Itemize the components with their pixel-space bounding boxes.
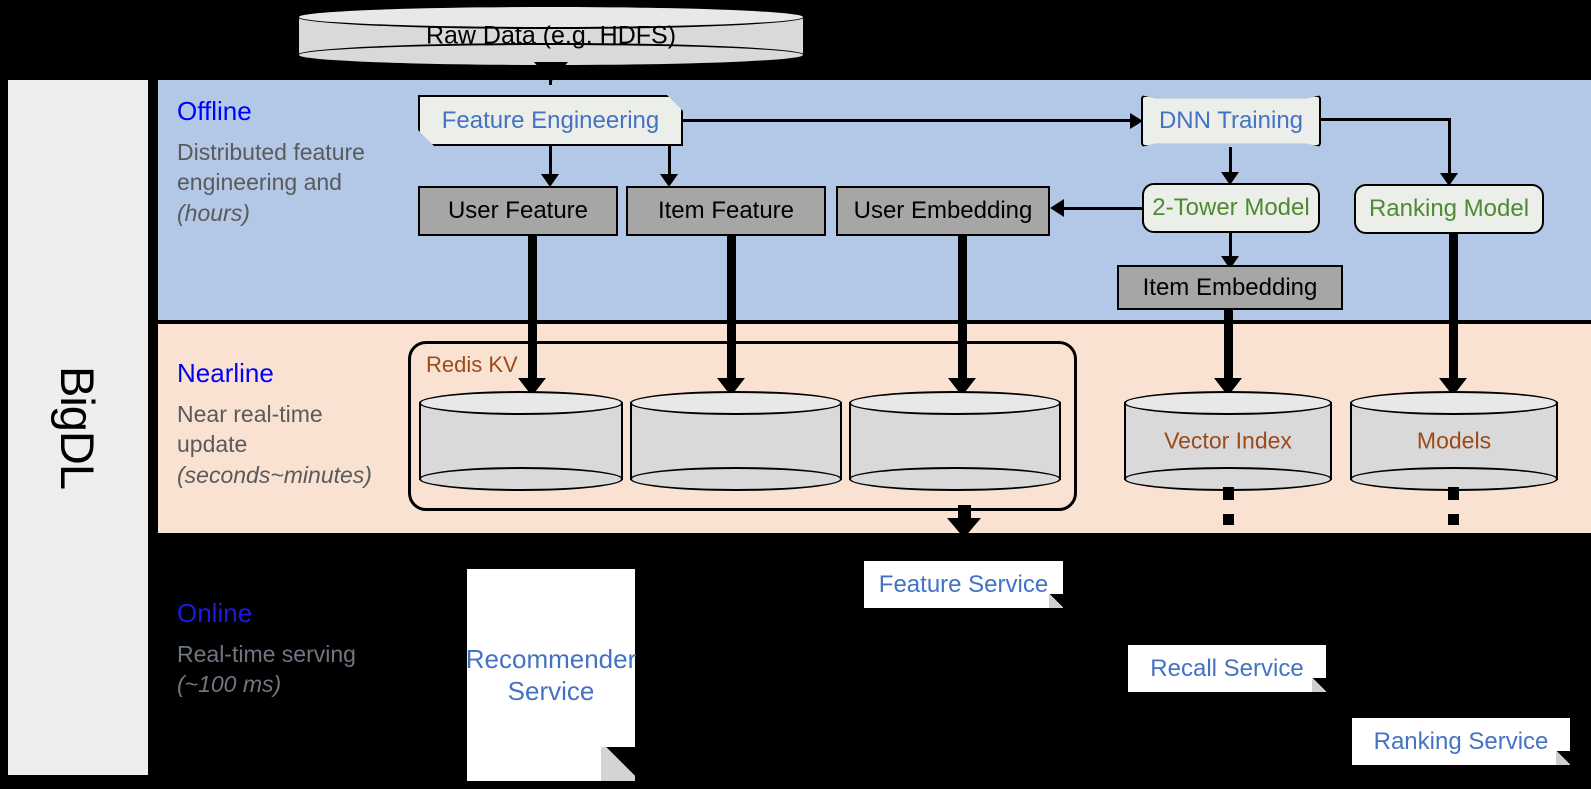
models-cylinder[interactable]: Models bbox=[1350, 391, 1558, 491]
models-top bbox=[1350, 391, 1558, 415]
redis-to-featureservice-stub bbox=[958, 505, 971, 519]
vector-index-stub-2 bbox=[1223, 514, 1234, 525]
online-desc-text: Real-time serving bbox=[177, 641, 356, 667]
store2-top bbox=[630, 391, 842, 415]
models-stub-1 bbox=[1448, 487, 1459, 500]
offline-desc-text: Distributed feature engineering and bbox=[177, 139, 365, 196]
nearline-desc-em: (seconds~minutes) bbox=[177, 461, 372, 488]
ranking-model-label: Ranking Model bbox=[1368, 195, 1530, 222]
nearline-desc: Near real-time update (seconds~minutes) bbox=[177, 399, 377, 490]
user-feature-box[interactable]: User Feature bbox=[418, 186, 618, 236]
dnn-to-ranking-v bbox=[1448, 118, 1451, 178]
user-feature-label: User Feature bbox=[447, 197, 589, 224]
offline-desc-em: (hours) bbox=[177, 199, 250, 226]
store3-bottom bbox=[849, 467, 1061, 491]
dnn-training-box[interactable]: DNN Training bbox=[1141, 95, 1321, 147]
fe-to-itemfeature-line bbox=[668, 146, 671, 179]
page-fold-icon bbox=[1312, 678, 1326, 692]
fe-to-userfeature-arrow bbox=[541, 174, 559, 187]
feature-engineering-box[interactable]: Feature Engineering bbox=[418, 95, 683, 146]
two-tower-model-box[interactable]: 2-Tower Model bbox=[1142, 183, 1320, 233]
offline-desc: Distributed feature engineering and (hou… bbox=[177, 137, 377, 228]
offline-stage-label: Offline Distributed feature engineering … bbox=[177, 96, 377, 228]
models-stub-2 bbox=[1448, 514, 1459, 525]
recommender-service-box[interactable]: Recommender Service bbox=[465, 569, 637, 781]
dnn-to-ranking-h bbox=[1321, 118, 1451, 121]
recommender-service-label: Recommender Service bbox=[465, 643, 637, 707]
vector-index-top bbox=[1124, 391, 1332, 415]
redis-store-cylinder-3 bbox=[849, 391, 1061, 491]
dnn-to-twotower-line bbox=[1229, 147, 1232, 177]
dnn-to-twotower-arrow bbox=[1221, 172, 1239, 185]
raw-to-fe-arrow bbox=[534, 62, 568, 82]
user-feature-pipe bbox=[528, 236, 537, 386]
ranking-model-box[interactable]: Ranking Model bbox=[1354, 184, 1544, 234]
online-desc-em: (~100 ms) bbox=[177, 671, 282, 698]
ranking-service-box[interactable]: Ranking Service bbox=[1352, 718, 1570, 765]
item-embedding-pipe bbox=[1224, 310, 1233, 388]
store1-bottom bbox=[419, 467, 623, 491]
feature-service-box[interactable]: Feature Service bbox=[864, 561, 1063, 608]
user-embedding-box[interactable]: User Embedding bbox=[836, 186, 1050, 236]
vector-index-label: Vector Index bbox=[1164, 427, 1292, 454]
item-feature-pipe bbox=[727, 236, 736, 386]
item-feature-label: Item Feature bbox=[657, 197, 795, 224]
recall-service-box[interactable]: Recall Service bbox=[1128, 645, 1326, 692]
item-embedding-label: Item Embedding bbox=[1142, 273, 1318, 301]
dnn-to-ranking-arrow bbox=[1440, 173, 1458, 186]
raw-data-label: Raw Data (e.g. HDFS) bbox=[425, 21, 677, 50]
redis-kv-container bbox=[408, 341, 1077, 511]
page-fold-icon bbox=[1556, 751, 1570, 765]
store2-bottom bbox=[630, 467, 842, 491]
store3-top bbox=[849, 391, 1061, 415]
fe-to-itemfeature-arrow bbox=[660, 174, 678, 187]
raw-data-top bbox=[297, 5, 805, 29]
online-desc: Real-time serving (~100 ms) bbox=[177, 639, 377, 700]
vector-index-stub-1 bbox=[1223, 487, 1234, 500]
ranking-model-pipe bbox=[1449, 234, 1458, 388]
redis-to-featureservice-arrow bbox=[947, 518, 981, 538]
two-tower-model-label: 2-Tower Model bbox=[1152, 194, 1310, 221]
online-stage-label: Online Real-time serving (~100 ms) bbox=[177, 598, 377, 700]
user-embedding-label: User Embedding bbox=[853, 197, 1033, 224]
page-fold-icon bbox=[601, 747, 635, 781]
models-label: Models bbox=[1416, 427, 1492, 454]
ranking-service-label: Ranking Service bbox=[1373, 727, 1549, 755]
vector-index-cylinder[interactable]: Vector Index bbox=[1124, 391, 1332, 491]
nearline-desc-text: Near real-time update bbox=[177, 401, 323, 458]
dnn-training-label: DNN Training bbox=[1158, 107, 1304, 134]
nearline-stage-label: Nearline Near real-time update (seconds~… bbox=[177, 358, 377, 490]
fe-to-userfeature-line bbox=[549, 146, 552, 179]
recall-service-label: Recall Service bbox=[1150, 654, 1304, 682]
twotower-to-itememb-line bbox=[1229, 233, 1232, 261]
raw-data-cylinder: Raw Data (e.g. HDFS) bbox=[297, 5, 805, 67]
nearline-title: Nearline bbox=[177, 358, 274, 388]
twotower-to-userembedding-line bbox=[1062, 207, 1144, 210]
redis-store-cylinder-2 bbox=[630, 391, 842, 491]
redis-store-cylinder-1 bbox=[419, 391, 623, 491]
bigdl-label: BigDL bbox=[51, 365, 105, 490]
bigdl-sidebar: BigDL bbox=[6, 78, 150, 777]
item-feature-box[interactable]: Item Feature bbox=[626, 186, 826, 236]
feature-service-label: Feature Service bbox=[878, 570, 1049, 598]
twotower-to-userembedding-arrow bbox=[1050, 199, 1064, 217]
redis-kv-label: Redis KV bbox=[426, 352, 518, 377]
store1-top bbox=[419, 391, 623, 415]
offline-title: Offline bbox=[177, 96, 252, 126]
fe-to-dnn-line bbox=[683, 119, 1134, 122]
feature-engineering-label: Feature Engineering bbox=[441, 106, 660, 134]
item-embedding-box[interactable]: Item Embedding bbox=[1117, 265, 1343, 310]
online-title: Online bbox=[177, 598, 253, 628]
page-fold-icon bbox=[1049, 594, 1063, 608]
fe-to-dnn-arrow bbox=[1130, 113, 1143, 129]
user-embedding-pipe bbox=[958, 236, 967, 386]
